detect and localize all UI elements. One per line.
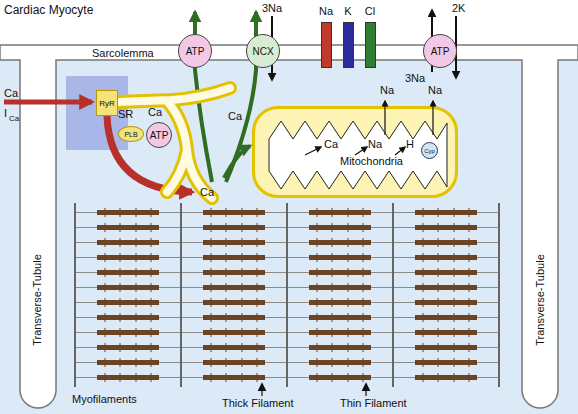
atp-pump: ATP [178,34,212,68]
node-label: SR [118,108,133,120]
node-label: Ca [148,106,162,118]
ion-channel: Na [318,4,334,68]
ion-channel-bar [321,22,332,68]
node-label: ATP [186,46,205,57]
ion-label: Na [380,84,394,97]
node-label: PLB [124,131,137,138]
node-label: Cyp [424,148,435,154]
leader-arrow [365,384,366,396]
current-label: I [4,107,7,120]
structure-label: Myofilaments [72,393,137,406]
z-lines [75,203,499,387]
ion-label: Na [428,84,442,97]
node-label: NCX [252,46,273,57]
node-label: Cl [365,4,375,18]
calcium-uptake-arrow [224,146,250,178]
node-label: RyR [99,99,115,108]
node-label: Na [319,4,333,18]
ion-label: Ca [324,138,338,151]
membrane-label: Sarcolemma [92,47,154,60]
cyclophilin-circle: Cyp [421,142,438,159]
ion-channel-bar [365,22,376,68]
structure-label: Thick Filament [222,397,294,410]
serca-pump: ATP [146,122,172,148]
ion-label: 2K [452,2,465,15]
atp-pump: ATP [423,34,457,68]
sr-outline [112,80,237,205]
exchanger-circle: NCX [246,34,280,68]
ion-label: 3Na [405,72,425,85]
node-label: K [344,4,351,18]
current-subscript: Ca [9,112,19,125]
sarcoplasmic-reticulum: SR Ca [112,80,237,205]
ion-label: 3Na [262,2,282,15]
sarcolemma-membrane [0,45,578,408]
ion-channel: K [340,4,356,68]
ion-label: Ca [4,87,18,100]
leader-arrow [261,384,262,396]
cytosol [0,45,578,414]
figure-title: Cardiac Myocyte [4,4,93,17]
ion-label: Ca [228,110,242,123]
ion-channel-bar [343,22,354,68]
ion-channel: Cl [362,4,378,68]
tubule-label: Transverse-Tubule [31,254,44,346]
ryanodine-receptor: RyR [96,90,118,116]
mitochondrion: Mitochondria Cyp [252,106,458,198]
node-label: ATP [150,130,169,141]
ion-label: Ca [200,186,214,199]
ion-label: H [406,138,414,151]
node-label: Mitochondria [340,155,403,167]
node-label: ATP [431,46,450,57]
structure-label: Thin Filament [340,397,407,410]
phospholamban-oval: PLB [118,126,144,142]
tubule-label: Transverse-Tubule [534,254,547,346]
calcium-current-arrow [4,100,92,105]
ion-label: Na [368,138,382,151]
